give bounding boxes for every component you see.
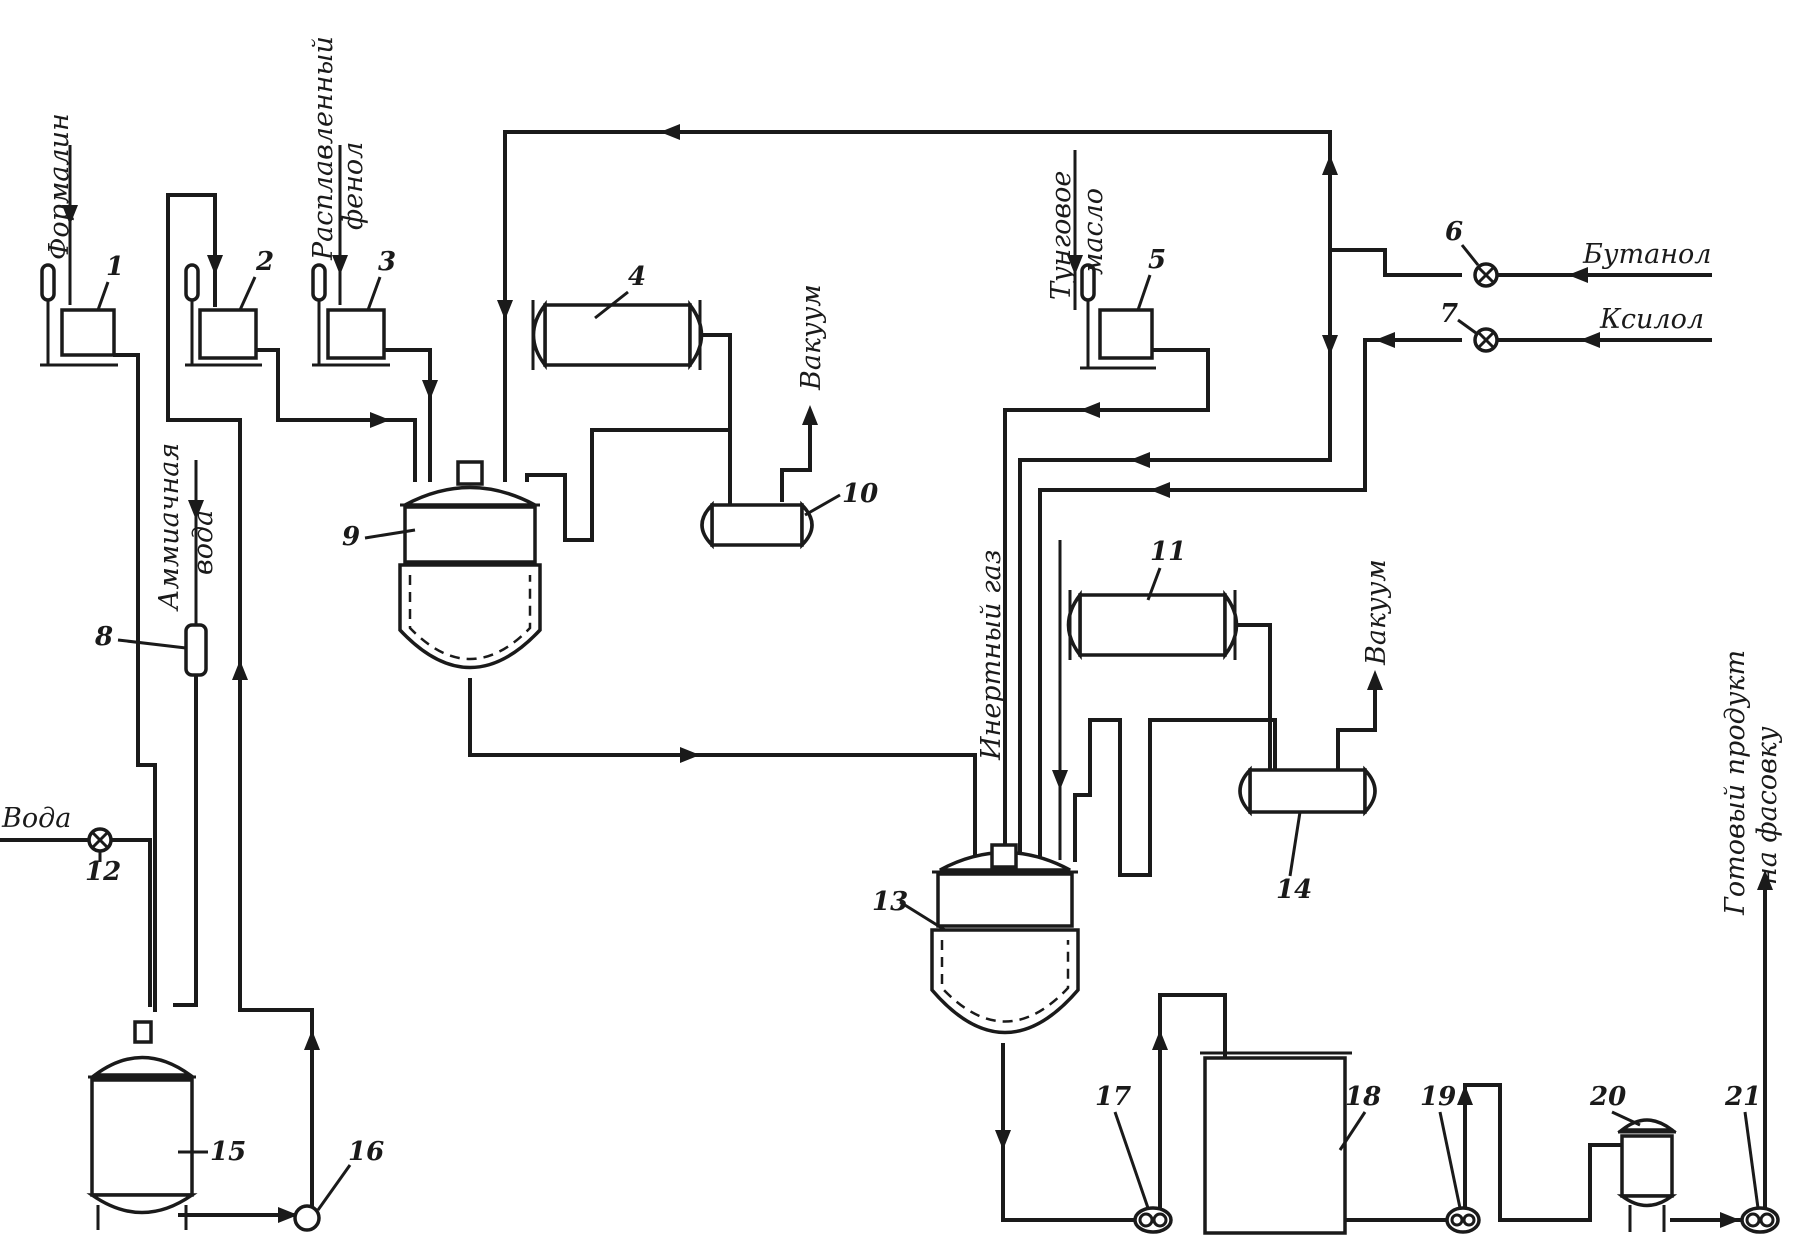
xylene-line-arrow: [1150, 482, 1170, 498]
top-line-arrow: [660, 124, 680, 140]
label-5: 5: [1148, 245, 1166, 275]
pump-19[interactable]: [1445, 1206, 1481, 1234]
inert-gas-arrow: [1052, 770, 1068, 790]
xylene-label: Ксилол: [1599, 304, 1704, 335]
pump-21[interactable]: [1740, 1206, 1780, 1234]
pump19-up-arrow: [1457, 1085, 1473, 1105]
label-2: 2: [255, 247, 274, 277]
xylene-valve[interactable]: [1473, 327, 1499, 353]
tung-line-arrow: [1080, 402, 1100, 418]
tung-oil-label-1: Тунговое: [1046, 171, 1077, 300]
tung-oil-label-2: масло: [1078, 188, 1109, 275]
tung-oil-measuring-tank[interactable]: [1080, 263, 1156, 370]
label-18: 18: [1345, 1082, 1381, 1112]
butanol-label: Бутанол: [1582, 239, 1711, 270]
leader-lines: [96, 244, 1760, 1211]
receiver-10[interactable]: [700, 500, 814, 550]
inert-gas-label: Инертный газ: [976, 550, 1007, 761]
label-11: 11: [1150, 537, 1186, 567]
splitter-up-arrow: [1322, 155, 1338, 175]
phenol-measuring-tank[interactable]: [311, 263, 390, 367]
vacuum-2-label: Вакуум: [1361, 559, 1392, 666]
label-21: 21: [1724, 1082, 1761, 1112]
mixer-8[interactable]: [184, 623, 208, 677]
measuring-tank-2[interactable]: [184, 263, 262, 367]
label-3: 3: [378, 247, 396, 277]
label-19: 19: [1420, 1082, 1456, 1112]
formalin-label: Формалин: [44, 113, 75, 260]
tung-oil-arrow: [1067, 255, 1083, 275]
label-20: 20: [1589, 1082, 1626, 1112]
product-label-1: Готовый продукт: [1720, 650, 1751, 916]
storage-tank-18[interactable]: [1200, 1051, 1352, 1235]
label-1: 1: [106, 252, 124, 282]
product-arrow: [1757, 870, 1773, 890]
tank2-arrow: [370, 412, 390, 428]
label-16: 16: [348, 1137, 384, 1167]
pump-17[interactable]: [1133, 1206, 1173, 1234]
reactor-9[interactable]: [398, 460, 542, 670]
condenser-4[interactable]: [531, 299, 704, 371]
label-9: 9: [342, 522, 360, 552]
molten-phenol-label-2: фенол: [338, 142, 369, 230]
ammonia-water-label-2: вода: [188, 510, 219, 575]
to-pump16-arrow: [278, 1207, 298, 1223]
label-10: 10: [842, 479, 878, 509]
transfer-arrow: [680, 747, 700, 763]
product-label-2: на фасовку: [1752, 726, 1783, 885]
to-pump21-arrow: [1720, 1212, 1740, 1228]
water-valve[interactable]: [87, 827, 113, 853]
label-12: 12: [85, 857, 121, 887]
formalin-arrow: [62, 205, 78, 225]
ammonia-reactor-15[interactable]: [86, 1020, 198, 1230]
tank3-arrow: [422, 380, 438, 400]
pump-16[interactable]: [293, 1204, 321, 1232]
label-15: 15: [210, 1137, 246, 1167]
vacuum1-arrow: [802, 405, 818, 425]
pump16-up-arrow: [304, 1030, 320, 1050]
top-down-arrow: [497, 300, 513, 320]
return-down-arrow: [207, 255, 223, 275]
vacuum2-arrow: [1367, 670, 1383, 690]
splitter-line-arrow: [1130, 452, 1150, 468]
label-7: 7: [1440, 299, 1458, 329]
pipelines: [0, 130, 1767, 1222]
return-up-arrow: [232, 660, 248, 680]
label-4: 4: [628, 262, 646, 292]
label-17: 17: [1095, 1082, 1131, 1112]
label-6: 6: [1445, 217, 1463, 247]
reactor-13[interactable]: [930, 843, 1080, 1035]
water-label: Вода: [1, 803, 71, 834]
formalin-measuring-tank[interactable]: [40, 263, 118, 367]
label-8: 8: [94, 622, 113, 652]
molten-phenol-label-1: Расплавленный: [308, 36, 339, 261]
butanol-down-arrow: [1322, 335, 1338, 355]
butanol-valve[interactable]: [1473, 262, 1499, 288]
receiver-14[interactable]: [1238, 765, 1377, 817]
pump17-up-arrow: [1152, 1030, 1168, 1050]
ammonia-arrow: [188, 500, 204, 520]
condenser-11[interactable]: [1066, 589, 1239, 661]
xylene-arrow: [1580, 332, 1600, 348]
vacuum-1-label: Вакуум: [796, 284, 827, 391]
ammonia-water-label-1: Аммиачная: [154, 443, 185, 612]
label-14: 14: [1276, 875, 1312, 905]
filter-20[interactable]: [1616, 1118, 1678, 1232]
butanol-arrow: [1568, 267, 1588, 283]
flow-arrows: [62, 124, 1773, 1228]
outlet13-arrow: [995, 1130, 1011, 1150]
xylene-in-arrow: [1375, 332, 1395, 348]
phenol-arrow: [332, 255, 348, 275]
